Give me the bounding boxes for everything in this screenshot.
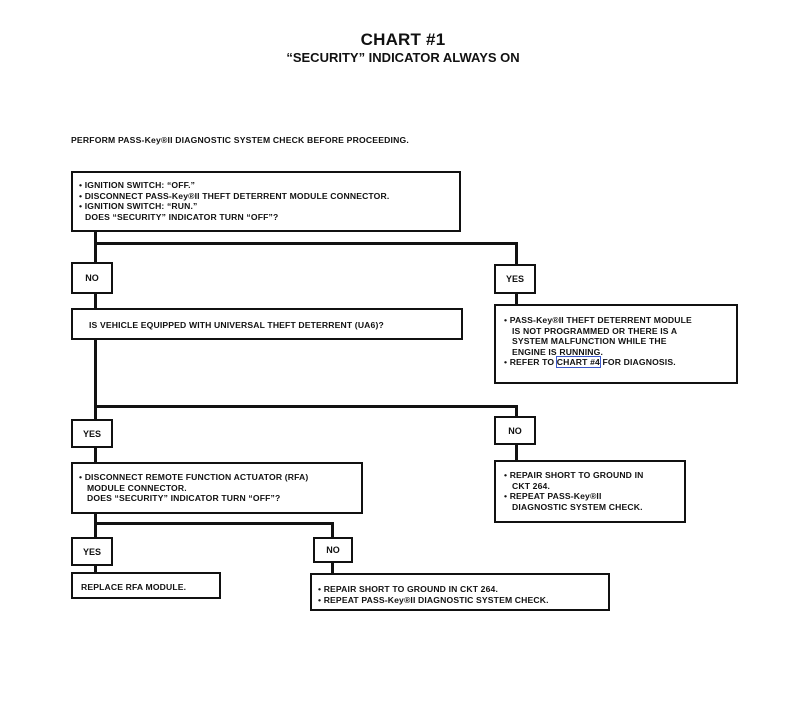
repair-line: DIAGNOSTIC SYSTEM CHECK. <box>512 501 643 512</box>
result-line: SYSTEM MALFUNCTION WHILE THE <box>512 336 667 347</box>
step1-line: • IGNITION SWITCH: “RUN.” <box>79 201 198 212</box>
step3-line: • DISCONNECT REMOTE FUNCTION ACTUATOR (R… <box>79 472 309 482</box>
repair-short-box: • REPAIR SHORT TO GROUND IN CKT 264. • R… <box>494 460 686 523</box>
step1-line: • IGNITION SWITCH: “OFF.” <box>79 180 196 190</box>
step2-box: IS VEHICLE EQUIPPED WITH UNIVERSAL THEFT… <box>71 308 463 340</box>
repair-line: • REPAIR SHORT TO GROUND IN <box>504 470 644 480</box>
repair-bottom-line: • REPEAT PASS-Key®II DIAGNOSTIC SYSTEM C… <box>318 594 549 605</box>
replace-rfa-box: REPLACE RFA MODULE. <box>71 572 221 599</box>
connector-line <box>94 512 97 540</box>
label-yes-step1: YES <box>494 264 536 294</box>
result-not-programmed-box: • PASS-Key®II THEFT DETERRENT MODULE IS … <box>494 304 738 384</box>
repair-line: CKT 264. <box>512 480 550 491</box>
result-line: ENGINE IS RUNNING. <box>512 346 604 357</box>
step3-line: MODULE CONNECTOR. <box>87 482 187 493</box>
result-line: • PASS-Key®II THEFT DETERRENT MODULE <box>504 315 692 325</box>
repair-short-bottom-box: • REPAIR SHORT TO GROUND IN CKT 264. • R… <box>310 573 610 611</box>
connector-line <box>515 405 518 421</box>
chart-4-link[interactable]: CHART #4 <box>555 356 601 369</box>
label-no-step2: NO <box>494 416 536 445</box>
refer-line: • REFER TO CHART #4 FOR DIAGNOSIS. <box>504 356 736 369</box>
step1-line: DOES “SECURITY” INDICATOR TURN “OFF”? <box>85 211 279 222</box>
connector-line <box>94 405 518 408</box>
connector-line <box>94 446 97 464</box>
repair-bottom-line: • REPAIR SHORT TO GROUND IN CKT 264. <box>318 584 498 594</box>
precondition-note: PERFORM PASS-Key®II DIAGNOSTIC SYSTEM CH… <box>71 135 410 145</box>
connector-line <box>331 522 334 539</box>
connector-line <box>515 242 518 266</box>
connector-line <box>94 564 97 574</box>
label-no-step3: NO <box>313 537 353 563</box>
connector-line <box>94 522 334 525</box>
label-yes-step3: YES <box>71 537 113 566</box>
label-no-step1: NO <box>71 262 113 294</box>
connector-line <box>94 230 97 264</box>
chart-title: CHART #1 <box>360 30 446 49</box>
chart-subtitle: “SECURITY” INDICATOR ALWAYS ON <box>286 50 520 65</box>
connector-line <box>515 292 518 306</box>
result-line: IS NOT PROGRAMMED OR THERE IS A <box>512 325 678 336</box>
connector-line <box>515 443 518 462</box>
label-yes-step2: YES <box>71 419 113 448</box>
step3-line: DOES “SECURITY” INDICATOR TURN “OFF”? <box>87 493 281 504</box>
repair-line: • REPEAT PASS-Key®II <box>504 491 602 502</box>
replace-rfa-text: REPLACE RFA MODULE. <box>81 582 187 592</box>
connector-line <box>94 292 97 310</box>
step2-question: IS VEHICLE EQUIPPED WITH UNIVERSAL THEFT… <box>89 320 384 330</box>
step1-line: • DISCONNECT PASS-Key®II THEFT DETERRENT… <box>79 190 390 201</box>
refer-suffix: FOR DIAGNOSIS. <box>599 357 676 368</box>
connector-line <box>331 561 334 575</box>
refer-prefix: • REFER TO <box>504 357 557 368</box>
connector-line <box>94 242 518 245</box>
step3-box: • DISCONNECT REMOTE FUNCTION ACTUATOR (R… <box>71 462 363 514</box>
connector-line <box>94 338 97 423</box>
step1-box: • IGNITION SWITCH: “OFF.” • DISCONNECT P… <box>71 171 461 232</box>
